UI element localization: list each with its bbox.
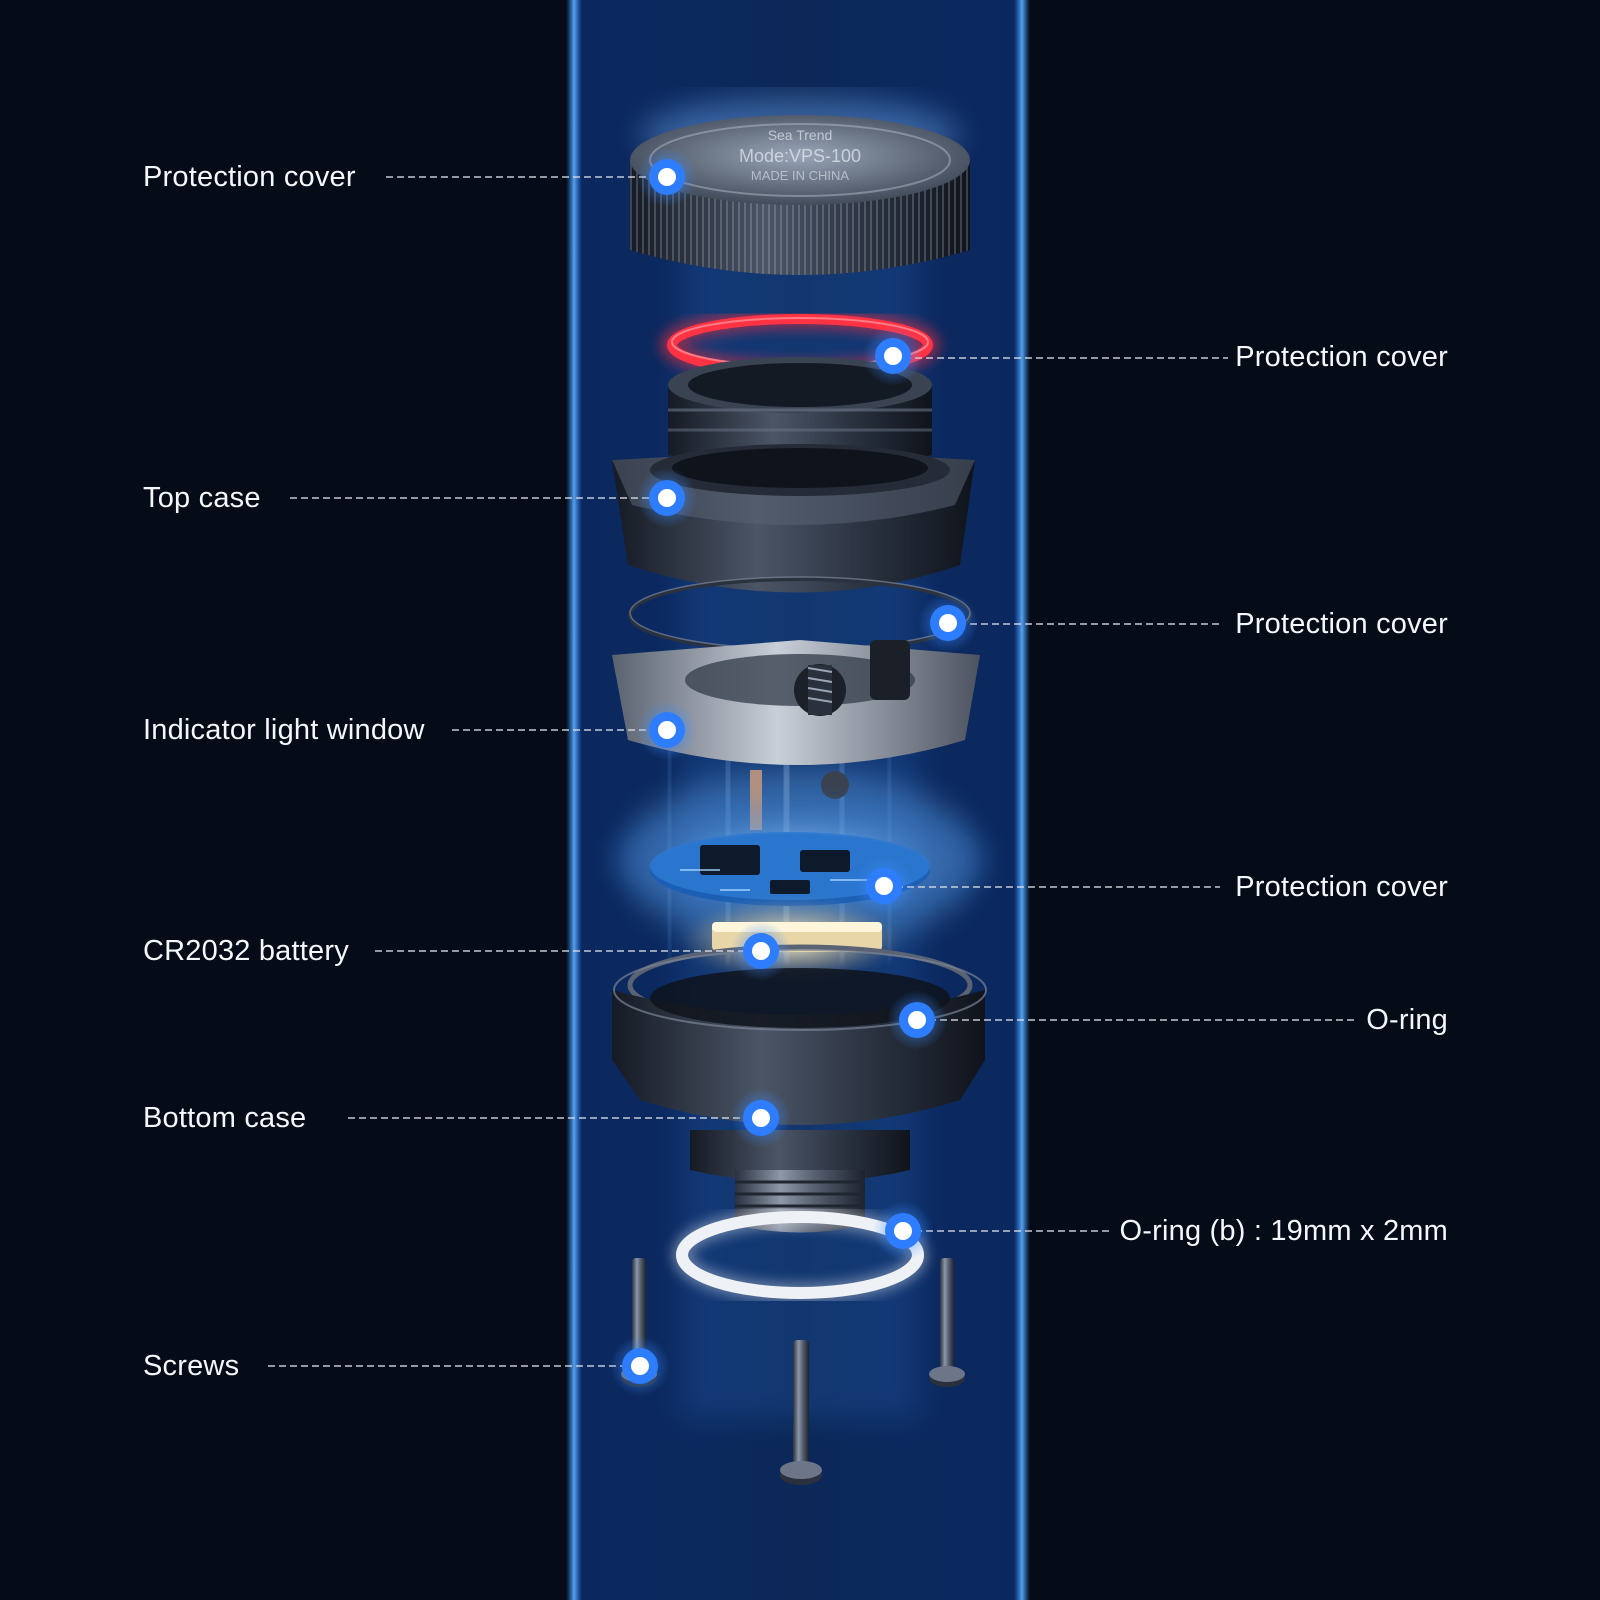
label-indicator-light-window: Indicator light window: [143, 714, 425, 746]
marker-screws: [610, 1336, 670, 1396]
cap-origin-text: MADE IN CHINA: [751, 168, 850, 183]
battery-part: [680, 900, 900, 980]
label-o-ring-b: O-ring (b) : 19mm x 2mm: [1119, 1215, 1448, 1247]
label-bottom-case: Bottom case: [143, 1102, 307, 1134]
marker-bottom-case: [731, 1088, 791, 1148]
marker-indicator-light-window: [637, 700, 697, 760]
marker-o-ring: [887, 990, 947, 1050]
marker-protection-cover-top: [637, 147, 697, 207]
label-protection-cover-thin-ring: Protection cover: [1235, 608, 1448, 640]
cap-model-text: Mode:VPS-100: [739, 146, 861, 166]
protection-cover-cap: Sea Trend Mode:VPS-100 MADE IN CHINA: [630, 95, 970, 275]
marker-protection-cover-board: [854, 856, 914, 916]
label-protection-cover-board: Protection cover: [1235, 871, 1448, 903]
marker-protection-cover-red-ring: [863, 326, 923, 386]
label-cr2032-battery: CR2032 battery: [143, 935, 349, 967]
callout-markers: [610, 147, 978, 1396]
top-case-part: [612, 357, 975, 593]
screw-right: [929, 1258, 965, 1387]
marker-top-case: [637, 468, 697, 528]
cap-brand-text: Sea Trend: [768, 127, 833, 143]
leader-lines: [268, 176, 1355, 1367]
label-o-ring: O-ring: [1366, 1004, 1448, 1036]
label-protection-cover-top: Protection cover: [143, 161, 356, 193]
marker-cr2032-battery: [731, 921, 791, 981]
indicator-window-plate: [612, 640, 980, 830]
screw-center: [780, 1340, 822, 1485]
marker-protection-cover-thin-ring: [918, 593, 978, 653]
marker-o-ring-b: [873, 1201, 933, 1261]
label-protection-cover-red-ring: Protection cover: [1235, 341, 1448, 373]
label-top-case: Top case: [143, 482, 261, 514]
label-screws: Screws: [143, 1350, 240, 1382]
